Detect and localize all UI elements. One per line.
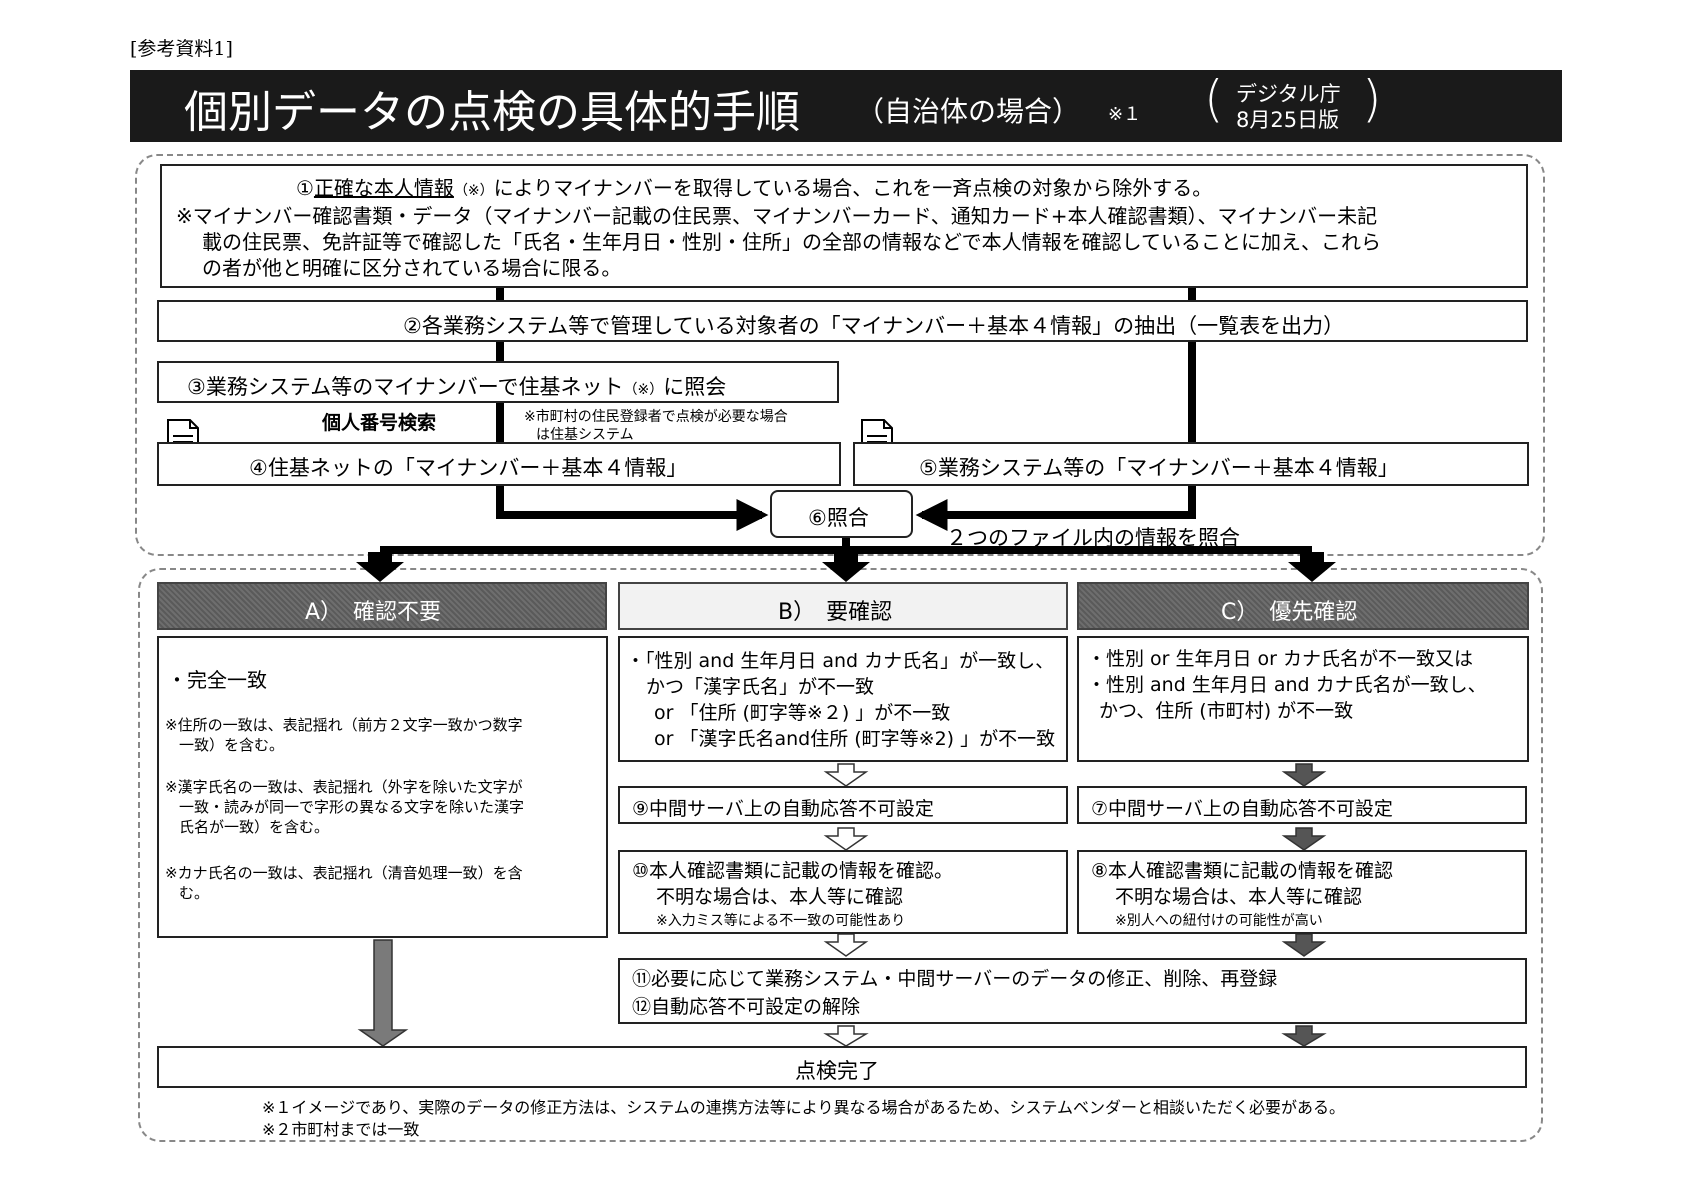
category-c-detail: ・性別 or 生年月日 or カナ氏名が不一致又は ・性別 and 生年月日 a… [1077, 636, 1529, 762]
step1-rest: によりマイナンバーを取得している場合、これを一斉点検の対象から除外する。 [493, 176, 1213, 200]
footnote-2: ※２市町村までは一致 [262, 1120, 420, 1139]
step8-line3: ※別人への紐付けの可能性が高い [1115, 913, 1323, 929]
step4-text: ④住基ネットの「マイナンバー＋基本４情報」 [249, 456, 688, 480]
b-line3: or 「住所 (町字等※２) 」が不一致 [654, 702, 951, 724]
city-note-line2: は住基システム [536, 427, 634, 443]
bracket-right: ) [1362, 70, 1382, 128]
a-note-kana-2: む。 [179, 884, 210, 902]
arrow-b-to-complete [823, 1025, 869, 1047]
step10-box: ⑩本人確認書類に記載の情報を確認。 不明な場合は、本人等に確認 ※入力ミス等によ… [618, 850, 1068, 934]
step1-line3: 載の住民票、免許証等で確認した「氏名・生年月日・性別・住所」の全部の情報などで本… [202, 230, 1381, 254]
step1-line4: の者が他と明確に区分されている場合に限る。 [202, 256, 622, 280]
step10-line2: 不明な場合は、本人等に確認 [656, 886, 904, 908]
step3-box: ③業務システム等のマイナンバーで住基ネット（※）に照会 [157, 361, 839, 403]
step2-box: ②各業務システム等で管理している対象者の「マイナンバー＋基本４情報」の抽出（一覧… [157, 300, 1528, 342]
step4-box: ④住基ネットの「マイナンバー＋基本４情報」 [157, 442, 841, 486]
step2-text: ②各業務システム等で管理している対象者の「マイナンバー＋基本４情報」の抽出（一覧… [403, 314, 1345, 338]
step11-text: ⑪必要に応じて業務システム・中間サーバーのデータの修正、削除、再登録 [632, 968, 1278, 990]
step5-text: ⑤業務システム等の「マイナンバー＋基本４情報」 [919, 456, 1399, 480]
header-banner: 個別データの点検の具体的手順 （自治体の場合） ※１ ( デジタル庁 8月25日… [130, 70, 1562, 142]
step10-line1: ⑩本人確認書類に記載の情報を確認。 [632, 860, 954, 882]
arrow-b-to-step10 [823, 827, 869, 851]
b-line1: ・「性別 and 生年月日 and カナ氏名」が一致し、 [626, 650, 1055, 672]
category-b-header: B） 要確認 [618, 582, 1068, 630]
city-note-line1: ※市町村の住民登録者で点検が必要な場合 [524, 409, 788, 425]
a-note-address-1: ※住所の一致は、表記揺れ（前方２文字一致かつ数字 [165, 716, 523, 734]
reference-label: [参考資料1] [130, 38, 233, 60]
a-exact-match: ・完全一致 [167, 668, 267, 692]
step5-box: ⑤業務システム等の「マイナンバー＋基本４情報」 [853, 442, 1529, 486]
arrow-b-to-step11 [823, 933, 869, 957]
arrow-to-cat-a [356, 552, 404, 582]
arrow-c-to-step7 [1281, 763, 1327, 787]
step1-line2: ※マイナンバー確認書類・データ（マイナンバー記載の住民票、マイナンバーカード、通… [176, 204, 1378, 228]
c-line1: ・性別 or 生年月日 or カナ氏名が不一致又は [1087, 648, 1474, 670]
inspection-complete-text: 点検完了 [795, 1059, 879, 1083]
step3-mark: （※） [623, 382, 664, 398]
step1-number: ① [296, 176, 314, 200]
category-a-detail: ・完全一致 ※住所の一致は、表記揺れ（前方２文字一致かつ数字 一致）を含む。 ※… [157, 636, 608, 938]
step12-text: ⑫自動応答不可設定の解除 [632, 996, 861, 1018]
category-a-label: A） 確認不要 [305, 600, 442, 625]
inspection-complete-box: 点検完了 [157, 1046, 1527, 1088]
arrow-c-to-complete [1281, 1025, 1327, 1047]
step1-line1: ①正確な本人情報（※）によりマイナンバーを取得している場合、これを一斉点検の対象… [296, 172, 1212, 201]
a-note-kanji-1: ※漢字氏名の一致は、表記揺れ（外字を除いた文字が [165, 778, 523, 796]
personal-number-search-label: 個人番号検索 [322, 412, 437, 434]
step7-box: ⑦中間サーバ上の自動応答不可設定 [1077, 786, 1527, 824]
step6-note: ２つのファイル内の情報を照合 [946, 526, 1240, 550]
step3-text: ③業務システム等のマイナンバーで住基ネット（※）に照会 [187, 371, 726, 401]
step7-text: ⑦中間サーバ上の自動応答不可設定 [1091, 798, 1393, 820]
c-line3: かつ、住所 (市町村) が不一致 [1099, 700, 1354, 722]
c-line2: ・性別 and 生年月日 and カナ氏名が一致し、 [1087, 674, 1487, 696]
step1-box: ①正確な本人情報（※）によりマイナンバーを取得している場合、これを一斉点検の対象… [160, 164, 1528, 288]
bracket-left: ( [1204, 70, 1224, 128]
category-b-label: B） 要確認 [778, 600, 893, 625]
arrow-c-to-step11 [1281, 933, 1327, 957]
step6-box: ⑥照合 [770, 490, 913, 538]
category-b-detail: ・「性別 and 生年月日 and カナ氏名」が一致し、 かつ「漢字氏名」が不一… [618, 636, 1068, 762]
b-line2: かつ「漢字氏名」が不一致 [646, 676, 875, 698]
issuer-line2: 8月25日版 [1236, 108, 1340, 132]
arrow-a-to-complete [357, 939, 409, 1047]
step9-text: ⑨中間サーバ上の自動応答不可設定 [632, 798, 934, 820]
step8-line2: 不明な場合は、本人等に確認 [1115, 886, 1363, 908]
page-subtitle: （自治体の場合） [856, 95, 1081, 128]
step9-box: ⑨中間サーバ上の自動応答不可設定 [618, 786, 1068, 824]
b-line4: or 「漢字氏名and住所 (町字等※2) 」が不一致 [654, 728, 1056, 750]
page-title: 個別データの点検の具体的手順 [184, 87, 800, 138]
step3-tail: に照会 [663, 375, 727, 399]
category-a-header: A） 確認不要 [157, 582, 607, 630]
step8-line1: ⑧本人確認書類に記載の情報を確認 [1091, 860, 1394, 882]
category-c-header: C） 優先確認 [1077, 582, 1529, 630]
note-mark: ※１ [1108, 104, 1142, 125]
step1-mark: （※） [453, 183, 494, 199]
footnote-1: ※１イメージであり、実際のデータの修正方法は、システムの連携方法等により異なる場… [262, 1098, 1346, 1117]
a-note-address-2: 一致）を含む。 [179, 736, 285, 754]
arrow-to-cat-c [1288, 552, 1336, 582]
arrow-c-to-step8 [1281, 827, 1327, 851]
a-note-kanji-2: 一致・読みが同一で字形の異なる文字を除いた漢字 [179, 798, 525, 816]
step10-line3: ※入力ミス等による不一致の可能性あり [656, 913, 906, 929]
step11-12-box: ⑪必要に応じて業務システム・中間サーバーのデータの修正、削除、再登録 ⑫自動応答… [618, 958, 1527, 1024]
a-note-kanji-3: 氏名が一致）を含む。 [179, 818, 330, 836]
step1-underlined-term: 正確な本人情報 [313, 176, 454, 200]
arrow-to-cat-b [822, 552, 870, 582]
arrow-b-to-step9 [823, 763, 869, 787]
category-c-label: C） 優先確認 [1221, 600, 1358, 625]
step3-main: ③業務システム等のマイナンバーで住基ネット [187, 375, 624, 399]
step8-box: ⑧本人確認書類に記載の情報を確認 不明な場合は、本人等に確認 ※別人への紐付けの… [1077, 850, 1527, 934]
step6-text: ⑥照合 [808, 506, 869, 530]
a-note-kana-1: ※カナ氏名の一致は、表記揺れ（清音処理一致）を含 [165, 864, 523, 882]
issuer-line1: デジタル庁 [1236, 82, 1341, 106]
